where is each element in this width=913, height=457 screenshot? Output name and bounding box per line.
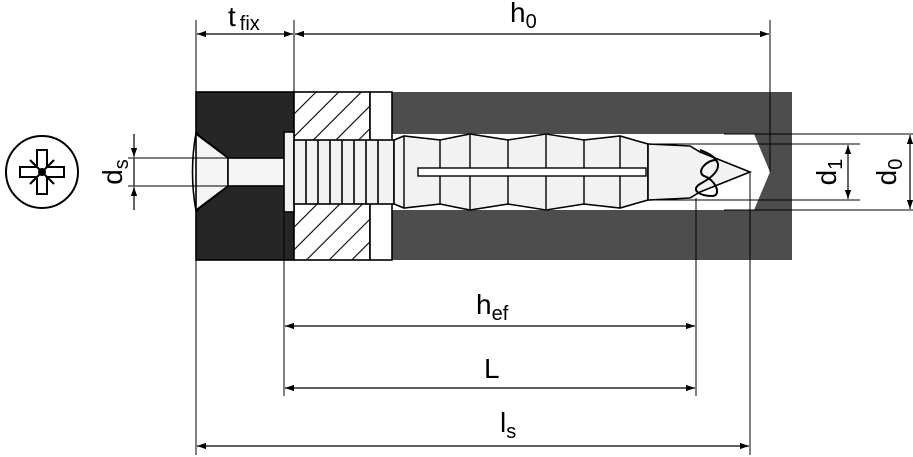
label-ls-main: l (500, 407, 506, 438)
label-ls-sub: s (506, 421, 516, 443)
dimension-ls: ls (197, 407, 749, 450)
dimension-d0: d0 (871, 135, 913, 209)
svg-text:hef: hef (476, 289, 509, 325)
pozidriv-cross-icon (5, 135, 79, 209)
label-L: L (484, 353, 500, 384)
svg-text:h0: h0 (510, 0, 537, 33)
screw (195, 132, 289, 212)
dimension-ds: ds (97, 134, 138, 210)
label-hef-sub: ef (492, 303, 509, 325)
svg-text:ds: ds (97, 159, 133, 185)
label-d0-sub: 0 (885, 159, 907, 170)
extension-lines (128, 20, 913, 455)
svg-text:d0: d0 (871, 159, 907, 186)
dimension-L: L (285, 353, 695, 392)
label-ds-main: d (97, 169, 128, 185)
svg-text:ls: ls (500, 407, 516, 443)
plug (283, 131, 753, 213)
label-d0-main: d (871, 170, 902, 186)
label-d1-sub: 1 (825, 159, 847, 170)
dimension-h0: h0 (295, 0, 769, 38)
label-t-fix-sub: fix (240, 13, 260, 35)
label-h0-main: h (510, 0, 526, 28)
label-d1-main: d (811, 170, 842, 186)
label-hef-main: h (476, 289, 492, 320)
label-t-fix-main: t (228, 1, 236, 32)
label-ds-sub: s (111, 159, 133, 169)
label-h0-sub: 0 (526, 11, 537, 33)
dimension-d1: d1 (811, 145, 852, 199)
dimension-hef: hef (285, 289, 695, 330)
svg-text:d1: d1 (811, 159, 847, 186)
